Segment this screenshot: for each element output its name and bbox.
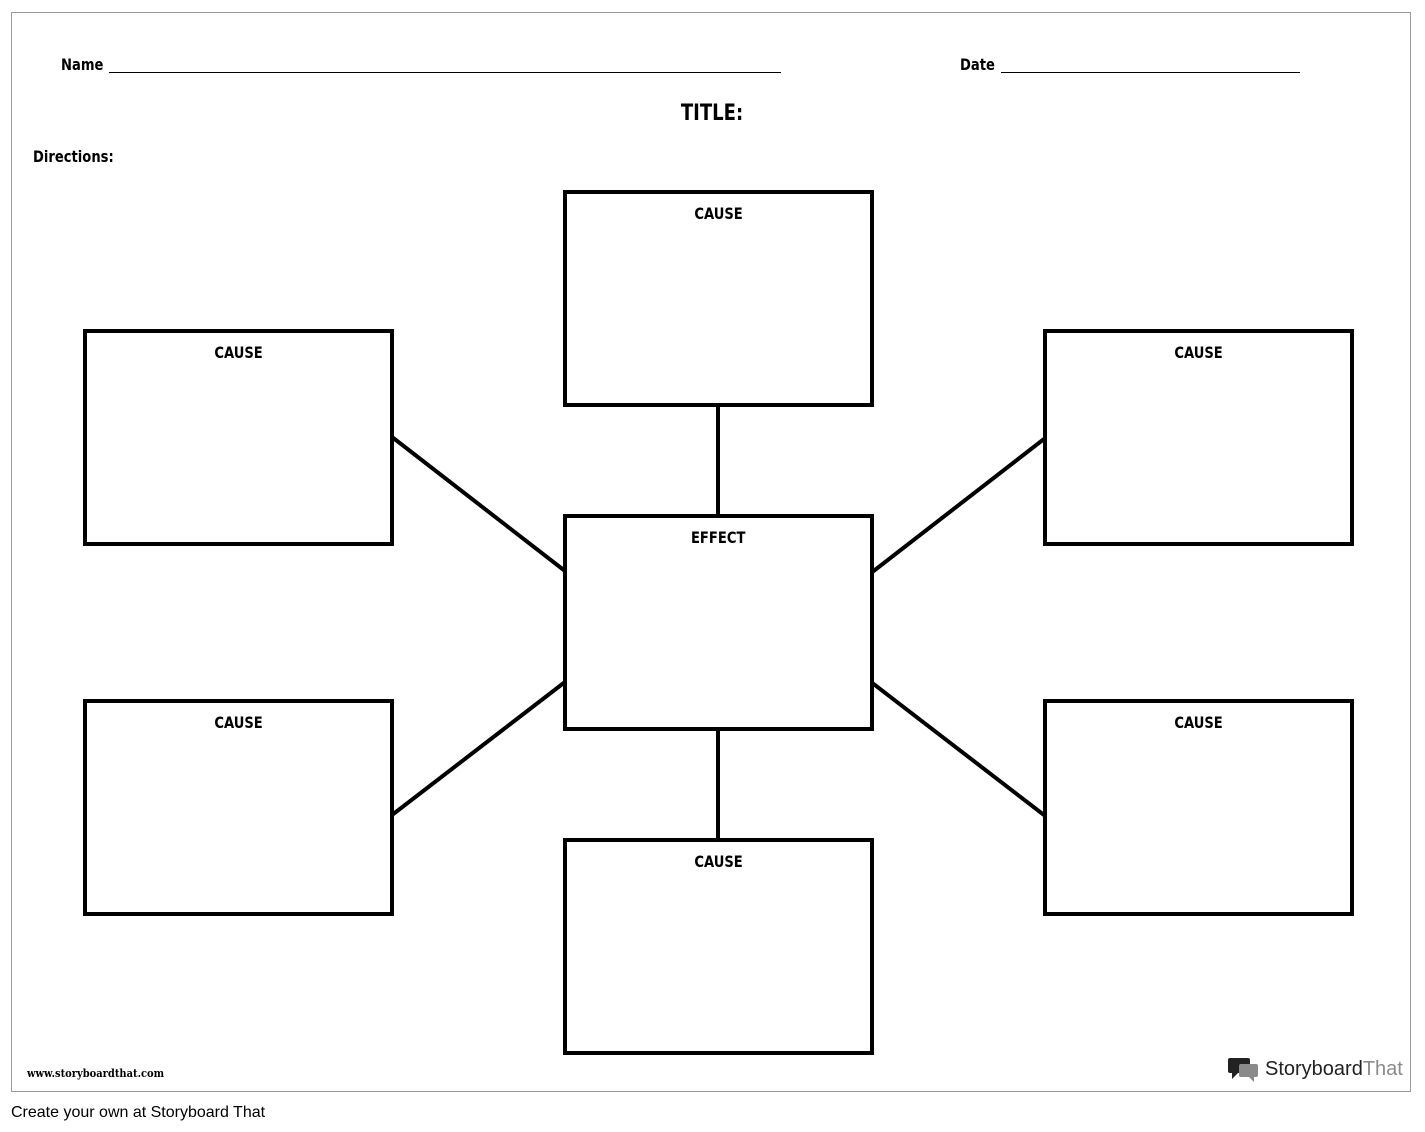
- effect-label-text: EFFECT: [691, 528, 746, 547]
- cause-label-text: CAUSE: [214, 343, 263, 362]
- title-heading: TITLE:: [0, 101, 1425, 126]
- cause-label: CAUSE: [567, 852, 870, 871]
- cause-box-upper-right[interactable]: CAUSE: [1043, 329, 1354, 546]
- brand-wordmark-dark: Storyboard: [1265, 1057, 1363, 1080]
- cause-label: CAUSE: [1047, 713, 1350, 732]
- cause-box-top[interactable]: CAUSE: [563, 190, 874, 407]
- connector-lower-right: [869, 680, 1046, 817]
- storyboardthat-logo: StoryboardThat: [1228, 1055, 1403, 1083]
- connector-lower-left: [390, 680, 567, 817]
- brand-wordmark-light: That: [1362, 1057, 1403, 1080]
- date-label: Date: [960, 55, 995, 74]
- cause-box-lower-right[interactable]: CAUSE: [1043, 699, 1354, 916]
- site-url: www.storyboardthat.com: [27, 1067, 165, 1080]
- cause-box-upper-left[interactable]: CAUSE: [83, 329, 394, 546]
- effect-box[interactable]: EFFECT: [563, 514, 874, 731]
- cause-label-text: CAUSE: [1174, 713, 1223, 732]
- create-your-own-link[interactable]: Create your own at Storyboard That: [11, 1104, 266, 1121]
- title-text: TITLE:: [681, 101, 744, 126]
- connector-upper-right: [869, 437, 1046, 575]
- brand-wordmark: StoryboardThat: [1265, 1058, 1403, 1081]
- cause-label-text: CAUSE: [214, 713, 263, 732]
- cause-label: CAUSE: [87, 713, 390, 732]
- name-label: Name: [61, 55, 104, 74]
- cause-box-lower-left[interactable]: CAUSE: [83, 699, 394, 916]
- connector-upper-left: [390, 435, 567, 573]
- cause-label-text: CAUSE: [694, 204, 743, 223]
- name-field-line[interactable]: [109, 72, 781, 73]
- cause-label-text: CAUSE: [1174, 343, 1223, 362]
- cause-box-bottom[interactable]: CAUSE: [563, 838, 874, 1055]
- cause-label: CAUSE: [87, 343, 390, 362]
- cause-label: CAUSE: [1047, 343, 1350, 362]
- effect-label: EFFECT: [567, 528, 870, 547]
- speech-bubbles-icon: [1228, 1058, 1258, 1082]
- cause-label-text: CAUSE: [694, 852, 743, 871]
- date-field-line[interactable]: [1001, 72, 1300, 73]
- directions-label: Directions:: [33, 147, 114, 166]
- cause-label: CAUSE: [567, 204, 870, 223]
